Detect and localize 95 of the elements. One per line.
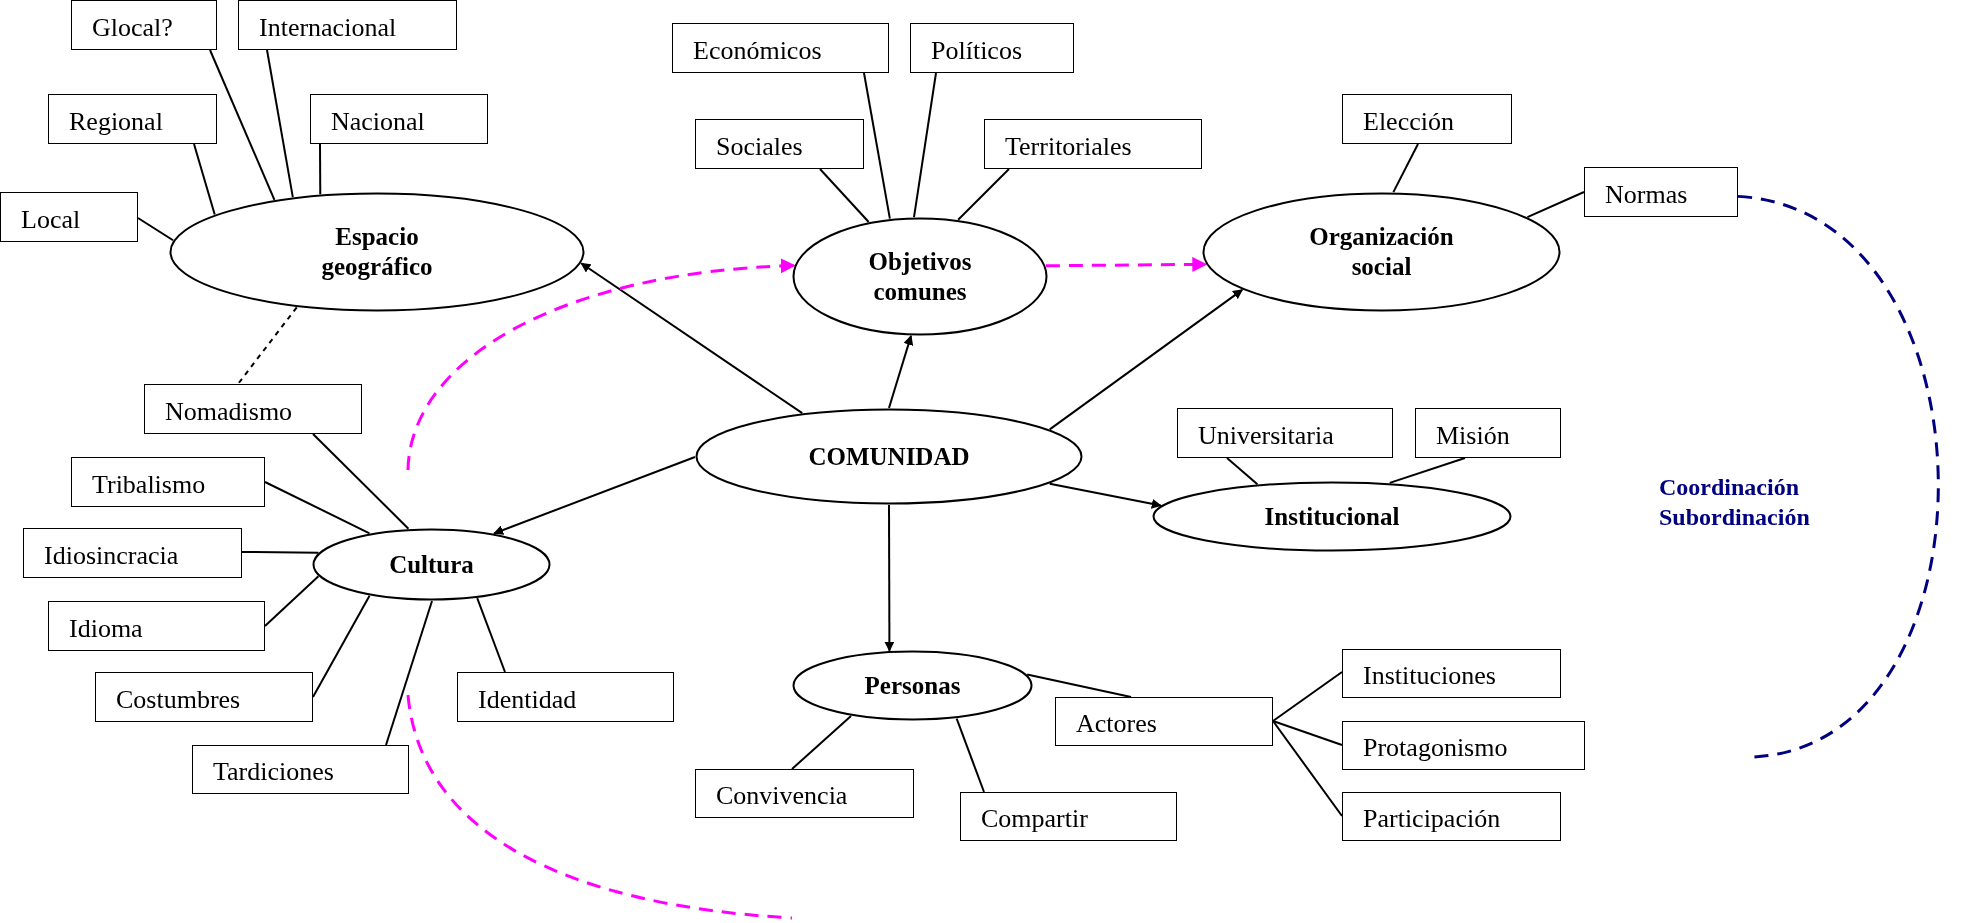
concept-label: Instituciones — [1363, 662, 1496, 691]
concept-box — [1177, 408, 1393, 458]
concept-label: Convivencia — [716, 782, 848, 811]
connector-line — [319, 143, 322, 196]
concept-box — [95, 672, 313, 722]
concept-box — [192, 745, 409, 794]
connector-line — [1526, 191, 1585, 219]
concept-box — [1342, 721, 1585, 770]
arrow — [888, 334, 914, 409]
concept-label: Idioma — [69, 615, 143, 644]
concept-box — [0, 192, 138, 242]
connector-line — [264, 575, 320, 627]
arrow — [406, 258, 796, 471]
concept-label: Nacional — [331, 108, 425, 137]
concept-label: Normas — [1605, 181, 1688, 210]
concept-label: Idiosincracia — [44, 542, 179, 571]
concept-box — [672, 23, 889, 73]
connector-line — [137, 217, 175, 242]
concept-label: Compartir — [981, 805, 1088, 834]
concept-box — [310, 94, 488, 144]
concept-label: Actores — [1076, 710, 1157, 739]
concept-label: Protagonismo — [1363, 734, 1508, 763]
connector-line — [863, 72, 891, 220]
concept-box — [144, 384, 362, 434]
connector-line — [209, 49, 276, 201]
arrow — [884, 504, 895, 652]
concept-label: Costumbres — [116, 686, 241, 715]
concept-label: Nomadismo — [165, 398, 293, 427]
concept-label: Económicos — [693, 37, 822, 66]
concept-label: COMUNIDAD — [808, 441, 970, 472]
connector-line — [241, 551, 320, 554]
concept-box — [71, 0, 217, 50]
concept-label: Participación — [1363, 805, 1501, 834]
concept-label: Personas — [864, 670, 961, 701]
note-text: Coordinación Subordinación — [1659, 473, 1810, 532]
concept-box — [1342, 94, 1512, 144]
concept-label: Misión — [1436, 422, 1510, 451]
concept-box — [1584, 167, 1738, 217]
connector-line — [1026, 673, 1132, 698]
concept-box — [457, 672, 674, 722]
connector-line — [312, 433, 410, 530]
arrow — [1048, 482, 1162, 509]
concept-box — [1342, 792, 1561, 841]
concept-label: Territoriales — [1005, 133, 1132, 162]
concept-box — [238, 0, 457, 50]
concept-box — [48, 94, 217, 144]
concept-box — [960, 792, 1177, 841]
concept-box — [695, 119, 864, 169]
concept-label: Elección — [1363, 108, 1454, 137]
concept-box — [1415, 408, 1561, 458]
connector-line — [819, 168, 870, 223]
connector-line — [476, 597, 506, 673]
connector-line — [312, 594, 371, 698]
concept-label: Internacional — [259, 14, 397, 43]
concept-label: Cultura — [389, 549, 474, 580]
concept-box — [71, 457, 265, 507]
connector-line — [955, 717, 985, 793]
connector-line — [1272, 720, 1343, 746]
arrow — [580, 262, 804, 415]
concept-box — [984, 119, 1202, 169]
connector-line — [237, 306, 298, 385]
connector-line — [791, 715, 852, 770]
concept-label: Tardiciones — [213, 758, 334, 787]
concept-label: Sociales — [716, 133, 803, 162]
concept-box — [910, 23, 1074, 73]
connector-line — [913, 72, 937, 219]
connector-line — [385, 600, 433, 746]
arrow — [1048, 288, 1244, 431]
concept-box — [1342, 649, 1561, 698]
concept-label: Regional — [69, 108, 163, 137]
concept-label: Institucional — [1264, 501, 1400, 532]
arrow — [493, 456, 696, 535]
concept-label: Objetivos comunes — [867, 246, 973, 307]
arrow — [1045, 256, 1208, 272]
concept-label: Local — [21, 206, 81, 235]
concept-label: Identidad — [478, 686, 577, 715]
concept-label: Políticos — [931, 37, 1022, 66]
concept-label: Espacio geográfico — [320, 222, 434, 282]
connector-line — [1272, 720, 1343, 817]
connector-line — [193, 143, 216, 216]
concept-box — [1055, 697, 1273, 746]
connector-line — [1226, 457, 1259, 486]
connector-line — [264, 481, 371, 535]
concept-box — [23, 528, 242, 578]
connector-line — [1737, 194, 1940, 759]
connector-line — [266, 49, 294, 199]
concept-label: Universitaria — [1198, 422, 1334, 451]
concept-label: Tribalismo — [92, 471, 206, 500]
concept-box — [48, 601, 265, 651]
connector-line — [957, 168, 1010, 221]
concept-label: Organización social — [1308, 222, 1455, 282]
concept-label: Glocal? — [92, 14, 173, 43]
connector-line — [1392, 143, 1419, 194]
concept-box — [695, 769, 914, 818]
connector-line — [1272, 671, 1343, 722]
